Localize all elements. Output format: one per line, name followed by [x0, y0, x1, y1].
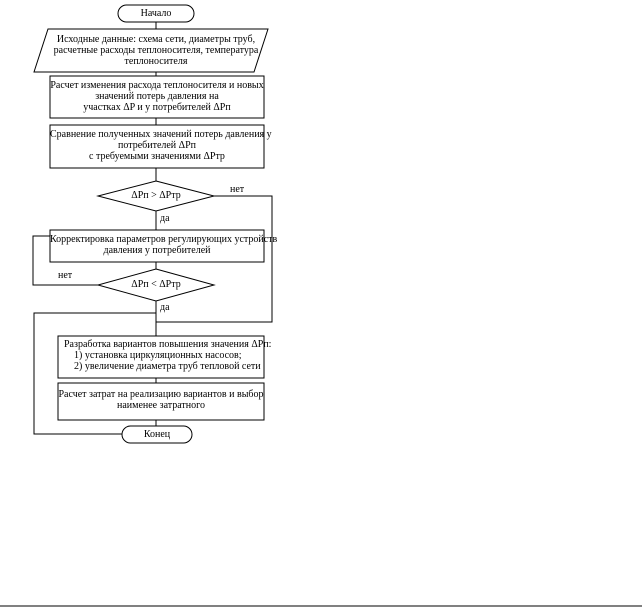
input-text: Исходные данные: схема сети, диаметры тр…: [44, 34, 268, 67]
compare-line-1: Сравнение полученных значений потерь дав…: [50, 129, 272, 140]
compare-line-3: с требуемыми значениями ΔPтр: [89, 151, 225, 162]
options-line-3: 2) увеличение диаметра труб тепловой сет…: [74, 361, 261, 372]
calc-line-2: значений потерь давления на: [95, 91, 219, 102]
end-label: Конец: [143, 429, 171, 440]
input-line-2: расчетные расходы теплоносителя, темпера…: [53, 45, 259, 56]
decision1-no-label: нет: [230, 184, 245, 195]
connector-decision2-no: [32, 235, 98, 286]
adjust-line-2: давления у потребителей: [103, 245, 211, 256]
adjust-process-box: [49, 229, 265, 263]
compare-line-2: потребителей ΔPп: [117, 140, 197, 151]
options-process-box: [57, 335, 265, 379]
options-line-1: Разработка вариантов повышения значения …: [64, 339, 272, 350]
decision2-yes-label: да: [160, 302, 170, 313]
adjust-line-1: Корректировка параметров регулирующих ус…: [50, 234, 278, 245]
decision2-no-label: нет: [58, 270, 73, 281]
decision1-yes-label: да: [160, 213, 170, 224]
decision1-label: ΔPп > ΔPтр: [131, 190, 181, 201]
compare-process-box: [49, 124, 265, 169]
input-parallelogram: [33, 28, 269, 73]
decision2-label: ΔPп < ΔPтр: [131, 279, 181, 290]
calc-line-1: Расчет изменения расхода теплоносителя и…: [50, 80, 264, 91]
cost-line-2: наименее затратного: [116, 400, 205, 411]
adjust-text: Корректировка параметров регулирующих ус…: [50, 234, 278, 256]
connector-decision2-yes-to-end: [33, 312, 156, 435]
calc-process-box: [49, 75, 265, 119]
cost-process-box: [57, 382, 265, 421]
input-line-3: теплоносителя: [124, 56, 188, 67]
calc-line-3: участках ΔP и у потребителей ΔPп: [83, 102, 231, 113]
start-label: Начало: [140, 8, 172, 19]
compare-text: Сравнение полученных значений потерь дав…: [50, 129, 272, 162]
cost-text: Расчет затрат на реализацию вариантов и …: [58, 389, 264, 411]
calc-text: Расчет изменения расхода теплоносителя и…: [50, 80, 264, 113]
cost-line-1: Расчет затрат на реализацию вариантов и …: [58, 389, 264, 400]
input-line-1: Исходные данные: схема сети, диаметры тр…: [56, 34, 256, 45]
connector-decision1-no: [156, 195, 273, 323]
options-line-2: 1) установка циркуляционных насосов;: [74, 350, 242, 361]
options-text: Разработка вариантов повышения значения …: [64, 339, 272, 372]
